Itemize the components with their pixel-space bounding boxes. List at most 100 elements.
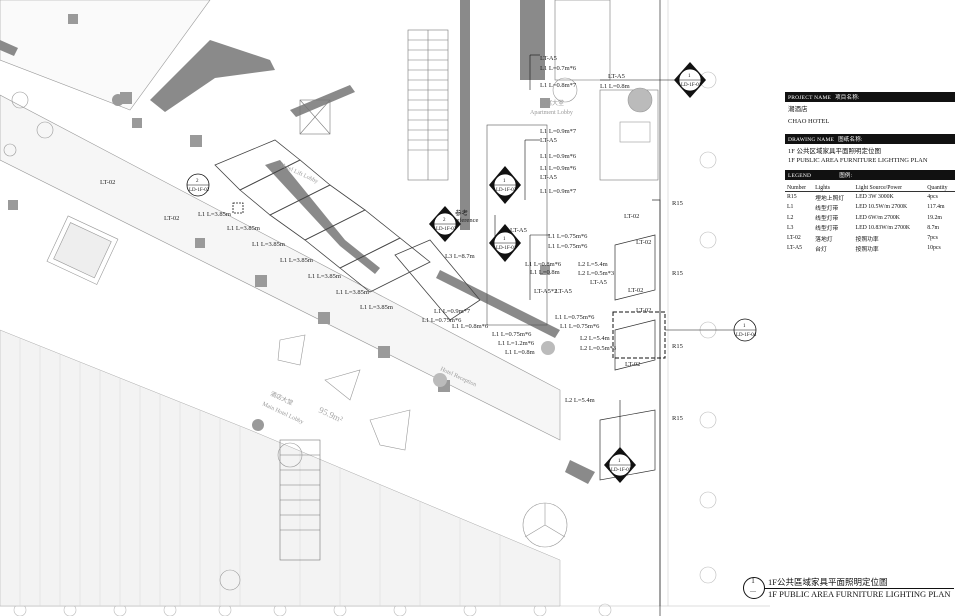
tag: L1 L=0.75m*6 — [555, 314, 595, 321]
legend-cell: LED 6W/m 2700K — [855, 214, 900, 221]
detail-marker: 2 LD-1F-02 — [429, 206, 461, 242]
legend-cell: L2 — [787, 214, 794, 221]
main-lobby-label-cn: 酒店大堂 — [269, 390, 294, 407]
project-name: CHAO HOTEL — [788, 118, 830, 125]
legend-cell: 埋地上照灯 — [815, 195, 845, 202]
furniture — [3, 77, 653, 591]
sheet-title-en: 1F PUBLIC AREA FURNITURE LIGHTING PLAN — [768, 589, 951, 599]
legend-cell: 台灯 — [815, 246, 827, 253]
legend-row: L1 线型灯带 LED 10.5W/m 2700K 117.4m — [785, 202, 955, 212]
tag: LT-02 — [625, 361, 640, 368]
legend-row: L3 线型灯带 LED 10.83W/m 2700K 8.7m — [785, 223, 955, 233]
legend-header: Quantity — [925, 184, 955, 193]
tag: LT-A5 — [540, 137, 557, 144]
east-facade — [599, 0, 661, 616]
tag: L1 L=0.8m*6 — [525, 261, 562, 268]
tag: R15 — [672, 415, 683, 422]
marker-num: 1 — [503, 179, 506, 184]
marker-num: 1 — [743, 324, 746, 329]
tag: LT-02 — [636, 239, 651, 246]
tag: L3 L=8.7m — [445, 253, 475, 260]
legend-cell: 7pcs — [927, 235, 938, 242]
lift-lobby-bays — [214, 139, 481, 321]
legend-cell: 落地灯 — [815, 236, 833, 243]
tag: L1 L=3.85m — [336, 289, 369, 296]
detail-marker: 1 LD-1F-01 — [674, 62, 706, 98]
legend-cell: 按照功率 — [855, 236, 879, 243]
tag: L1 L=3.85m — [252, 241, 285, 248]
tag: L2 L=0.5m*3 — [580, 345, 616, 352]
project-name-label: PROJECT NAME — [788, 95, 832, 101]
tag: L1 L=0.9m*7 — [540, 188, 577, 195]
detail-callout-small — [232, 202, 244, 214]
tag: R15 — [672, 270, 683, 277]
tag: L1 L=0.75m*6 — [560, 323, 600, 330]
tag: L1 L=0.8m — [505, 349, 535, 356]
tag: LT-A5 — [590, 279, 607, 286]
legend-header: Lights — [813, 184, 854, 193]
tag: L1 L=0.75m*6 — [548, 243, 588, 250]
tag: L1 L=3.85m — [198, 211, 231, 218]
refer-label: Reference — [452, 217, 478, 224]
sheet-title-cn: 1F公共區域家具平面照明定位圖 — [768, 577, 888, 587]
tag: L1 L=0.9m*6 — [540, 165, 577, 172]
legend-row: LT-A5 台灯 按照功率 10pcs — [785, 243, 955, 253]
project-name-cn: 潮酒店 — [788, 106, 808, 113]
legend-header: Light Source/Power — [853, 184, 926, 193]
tag: L1 L=0.8m — [530, 269, 560, 276]
drawing-name-label: DRAWING NAME — [788, 137, 835, 143]
tag: L2 L=5.4m — [580, 335, 610, 342]
legend-cell: LED 3W 3000K — [855, 194, 894, 201]
stair-core — [279, 0, 659, 561]
legend-cell: 19.2m — [927, 214, 942, 221]
tag: L1 L=0.75m*6 — [492, 331, 532, 338]
legend-header-row: Number Lights Light Source/Power Quantit… — [785, 184, 955, 193]
detail-marker: 1 LD-1F-01 — [489, 224, 521, 262]
tag: R15 — [672, 200, 683, 207]
marker-ref: LD-1F-01 — [681, 83, 702, 88]
refer-label-cn: 参考 — [455, 208, 469, 217]
tag: LT-02 — [624, 213, 639, 220]
detail-callout-box — [612, 311, 666, 359]
legend-cell: 8.7m — [927, 224, 939, 231]
drawing-name-label-cn: 图纸名称: — [838, 137, 863, 143]
marker-num: 1 — [688, 74, 691, 79]
tag: LT-02 — [628, 287, 643, 294]
tag: LT-A5 — [608, 73, 625, 80]
sheet-title-sub: — — [750, 589, 756, 595]
tag: L1 L=0.9m*7 — [540, 128, 577, 135]
marker-num: 2 — [443, 218, 446, 223]
detail-marker: 1 LD-1F-02 — [489, 166, 521, 204]
apartment-lobby-label-cn: 公寓大堂 — [540, 99, 564, 107]
legend-cell: 线型灯带 — [815, 205, 839, 212]
legend-cell: 按照功率 — [855, 246, 879, 253]
tag: L1 L=3.85m — [360, 304, 393, 311]
tag: L2 L=5.4m — [578, 261, 608, 268]
marker-num: 2 — [196, 179, 199, 184]
tag: L2 L=5.4m — [565, 397, 595, 404]
legend-cell: LT-A5 — [787, 245, 803, 252]
legend-header: Number — [785, 184, 814, 193]
tag: L1 L=0.7m*6 — [540, 65, 577, 72]
tag: LT-02 — [164, 215, 179, 222]
leader-lines — [494, 54, 740, 465]
lighting-tags: LT-A5 L1 L=0.7m*6 L1 L=0.8m*7 LT-A5 L1 L… — [100, 55, 683, 422]
legend-cell: L3 — [787, 224, 794, 231]
marker-num: 1 — [503, 237, 506, 242]
legend-cell: LED 10.5W/m 2700K — [855, 204, 908, 211]
tag: L1 L=0.75m*6 — [422, 317, 462, 324]
marker-num: 1 — [618, 459, 621, 464]
tag: L1 L=1.2m*6 — [498, 340, 535, 347]
legend-cell: 117.4m — [927, 204, 945, 211]
legend-row: L2 线型灯带 LED 6W/m 2700K 19.2m — [785, 213, 955, 223]
marker-ref: LD-1F-02 — [496, 188, 517, 193]
tag: L1 L=3.85m — [308, 273, 341, 280]
drawing-name: 1F PUBLIC AREA FURNITURE LIGHTING PLAN — [788, 157, 928, 164]
legend-cell: 线型灯带 — [815, 216, 839, 223]
legend-label-cn: 图例: — [839, 173, 853, 179]
tag: R15 — [672, 343, 683, 350]
